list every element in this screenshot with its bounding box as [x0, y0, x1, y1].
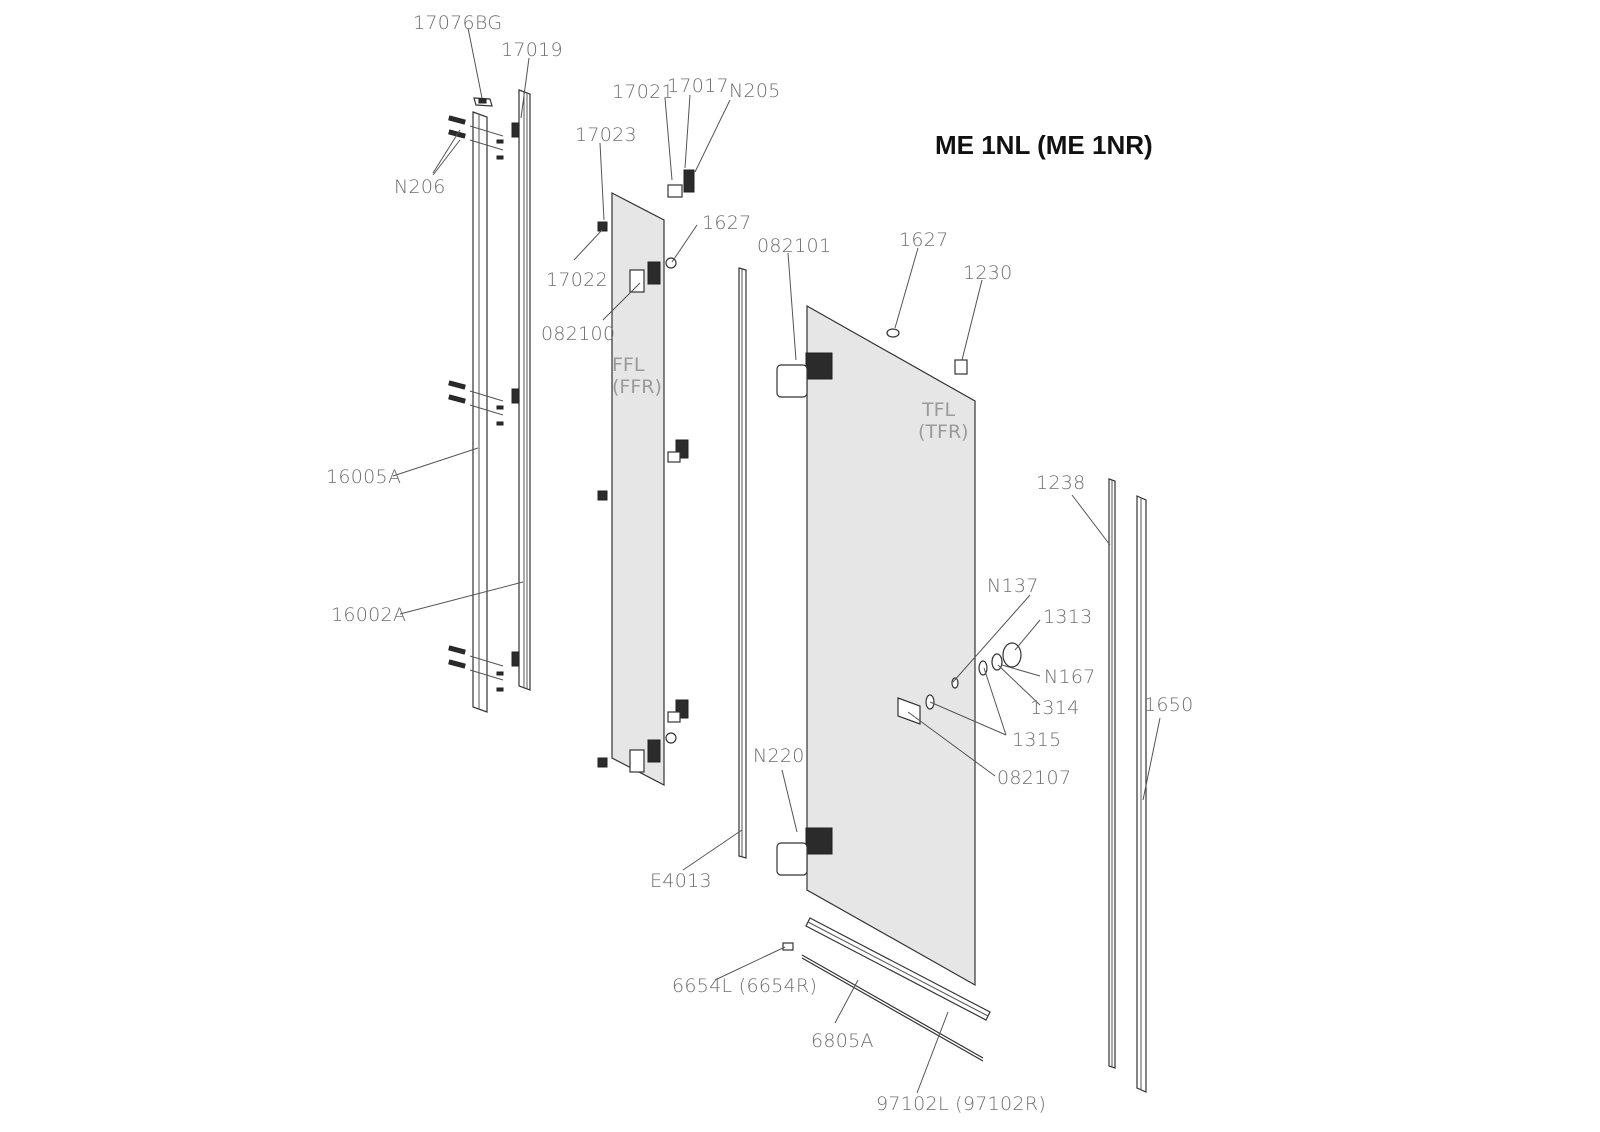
label-17019: 17019 [501, 39, 563, 61]
label-N206: N206 [394, 176, 446, 198]
label-16002A: 16002A [331, 604, 406, 626]
profile-1650 [1136, 495, 1147, 1093]
label-97102L: 97102L (97102R) [876, 1093, 1046, 1115]
drip-profile-6805A [801, 954, 984, 1062]
door-hinges [776, 328, 968, 876]
screw-set-bottom [448, 645, 520, 692]
fixed-panel-hardware [597, 169, 695, 773]
label-17076BG: 17076BG [413, 12, 502, 34]
end-cap-6654L [782, 942, 794, 951]
label-6805A: 6805A [811, 1030, 874, 1052]
label-N167: N167 [1044, 666, 1096, 688]
label-1650: 1650 [1144, 694, 1194, 716]
label-17021: 17021 [612, 81, 674, 103]
wall-profile-16005A [472, 111, 488, 713]
label-17017: 17017 [667, 75, 729, 97]
label-16005A: 16005A [326, 466, 401, 488]
label-17022: 17022 [546, 269, 608, 291]
leader-lines [392, 27, 1161, 1094]
label-N205: N205 [729, 80, 781, 102]
label-1313: 1313 [1043, 606, 1093, 628]
label-E4013: E4013 [650, 870, 712, 892]
profile-1238 [1108, 478, 1116, 1069]
label-17023: 17023 [575, 124, 637, 146]
screw-set-middle [448, 380, 520, 426]
label-082107: 082107 [997, 767, 1071, 789]
label-1314: 1314 [1030, 697, 1080, 719]
label-N137: N137 [987, 575, 1039, 597]
door-panel-label: TFL [921, 399, 956, 421]
door-glass-panel: TFL (TFR) [806, 304, 976, 987]
label-1230: 1230 [963, 262, 1013, 284]
seal-profile-E4013 [738, 267, 747, 859]
label-1627-door: 1627 [899, 229, 949, 251]
door-panel-label-alt: (TFR) [918, 421, 969, 443]
end-cap-17076BG [473, 97, 493, 107]
wall-profile-16002A [518, 89, 531, 691]
fixed-glass-panel: FFL (FFR) [611, 192, 665, 786]
label-6654L: 6654L (6654R) [672, 975, 817, 997]
fixed-panel-label-alt: (FFR) [612, 376, 662, 398]
part-labels: 17076BG 17019 N206 16005A 16002A 17021 1… [326, 12, 1194, 1115]
label-1627-fixed: 1627 [702, 212, 752, 234]
label-082100: 082100 [541, 323, 615, 345]
label-1315: 1315 [1012, 729, 1062, 751]
label-N220: N220 [753, 745, 805, 767]
label-082101: 082101 [757, 235, 831, 257]
diagram-title: ME 1NL (ME 1NR) [935, 130, 1153, 160]
label-1238: 1238 [1036, 472, 1086, 494]
fixed-panel-label: FFL [612, 354, 645, 376]
bottom-sweep-97102L [805, 917, 991, 1021]
